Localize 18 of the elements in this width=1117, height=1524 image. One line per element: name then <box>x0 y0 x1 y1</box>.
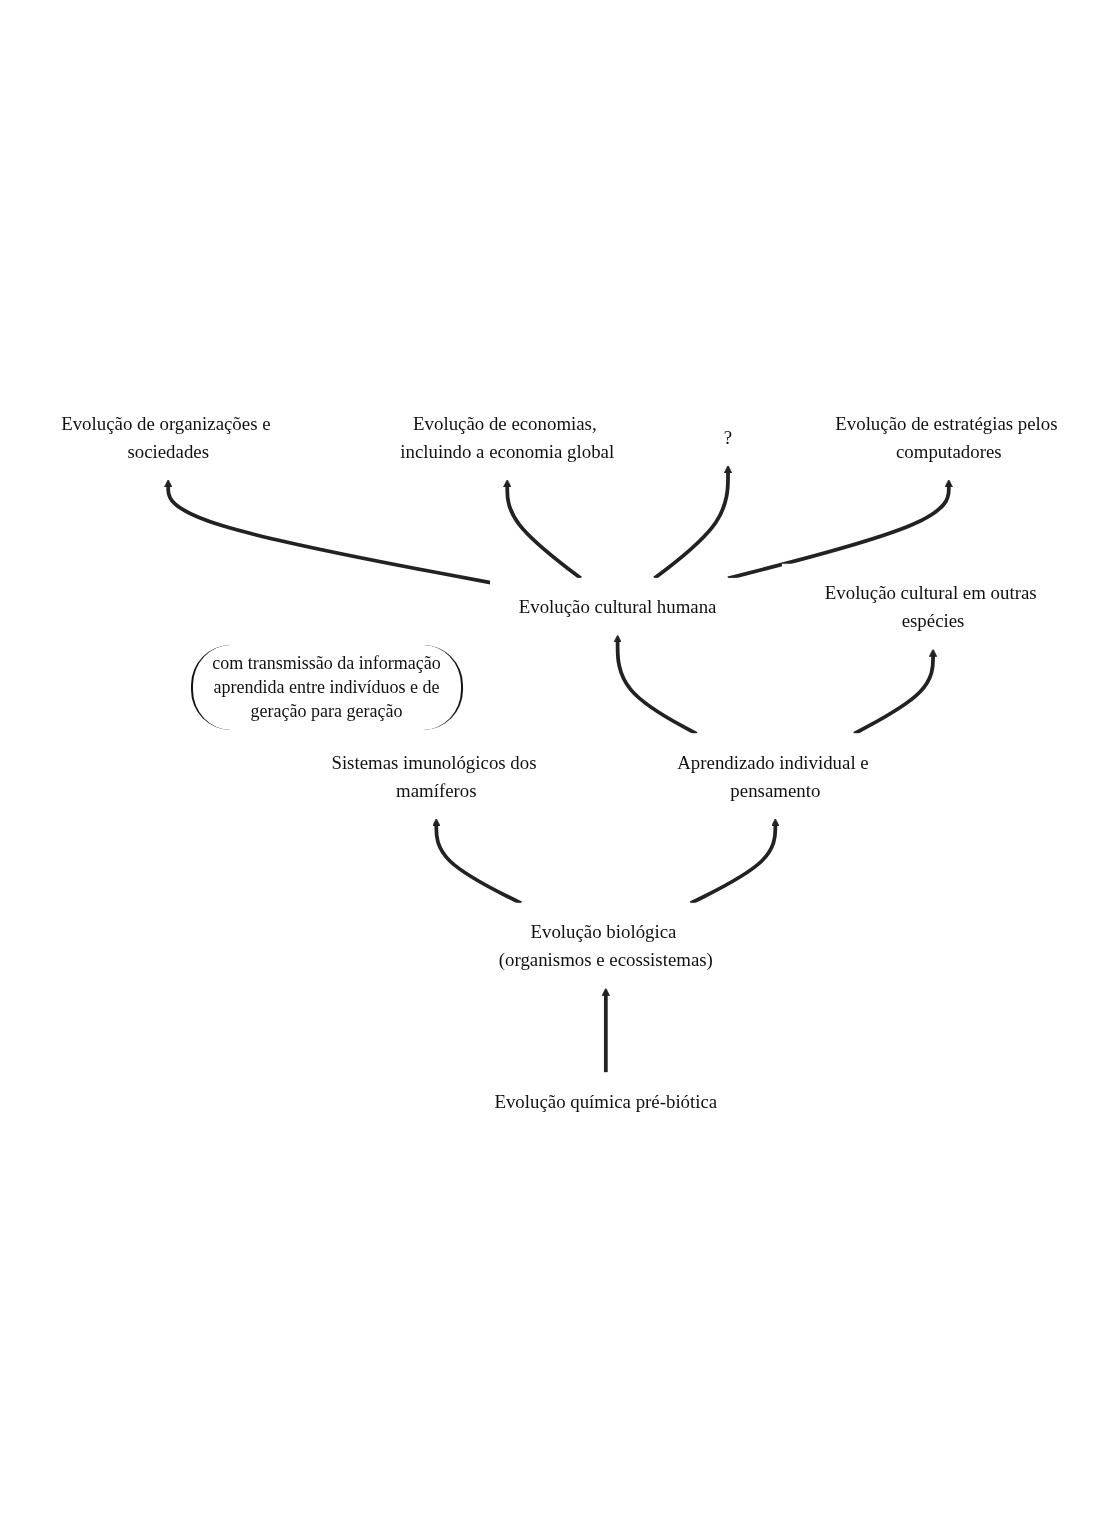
node-text: Evolução de economias, incluindo a economia global <box>400 412 615 462</box>
arrow <box>653 465 733 580</box>
arrow <box>432 818 522 905</box>
node-text: Evolução cultural humana <box>518 596 717 617</box>
node-text: Sistemas imunológicos dos mamíferos <box>331 751 537 801</box>
node-text: Evolução química pré-biótica <box>494 1090 718 1112</box>
bracketed-note: com transmissão da informação aprendida entre indivíduos e de geração para geração <box>190 644 463 730</box>
node-text: Aprendizado individual e pensamento <box>677 751 869 801</box>
arrow <box>164 479 491 585</box>
node-text: ? <box>723 426 733 448</box>
node-text: Evolução de estratégias pelos computadores <box>835 412 1058 462</box>
node-text: Evolução cultural em outras espécies <box>824 582 1037 632</box>
arrow <box>689 818 780 905</box>
node-text: Evolução biológica (organismos e ecossistemas) <box>498 921 713 971</box>
arrow <box>601 987 610 1073</box>
arrow <box>727 479 953 581</box>
arrow <box>503 479 582 580</box>
node-text: Evolução de organizações e sociedades <box>61 412 271 462</box>
